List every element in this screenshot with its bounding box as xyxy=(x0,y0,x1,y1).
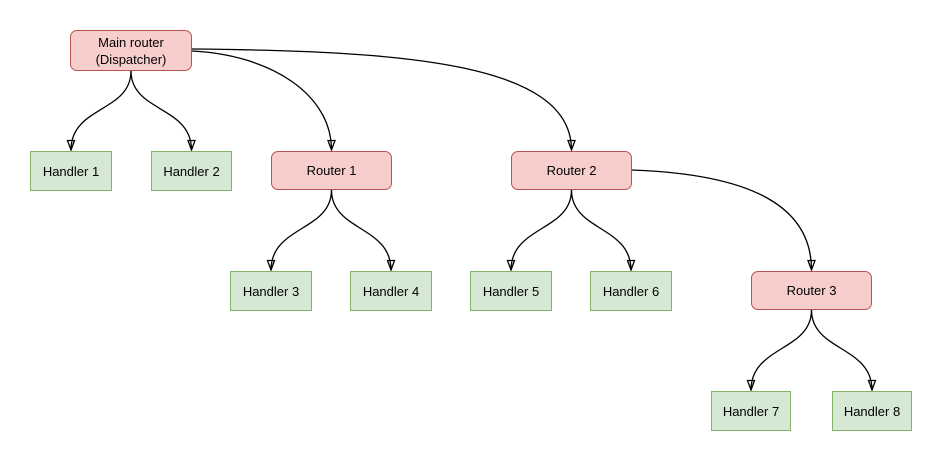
edge-router-3-to-handler-7 xyxy=(751,309,813,390)
node-handler-5[interactable]: Handler 5 xyxy=(470,271,552,311)
node-handler-1[interactable]: Handler 1 xyxy=(30,151,112,191)
node-handler-2[interactable]: Handler 2 xyxy=(151,151,232,191)
node-router-3-label: Router 3 xyxy=(786,283,837,298)
node-handler-3-label: Handler 3 xyxy=(242,283,300,299)
node-router-2[interactable]: Router 2 xyxy=(511,151,632,190)
node-handler-6-label: Handler 6 xyxy=(602,283,660,299)
node-router-3[interactable]: Router 3 xyxy=(751,271,872,310)
edge-main-router-to-handler-1 xyxy=(71,70,132,150)
node-router-2-label: Router 2 xyxy=(546,163,597,178)
node-handler-1-label: Handler 1 xyxy=(42,163,100,179)
node-handler-4[interactable]: Handler 4 xyxy=(350,271,432,311)
node-handler-6[interactable]: Handler 6 xyxy=(590,271,672,311)
edge-router-2-to-handler-6 xyxy=(570,189,632,270)
node-main-router-label: Main router (Dispatcher) xyxy=(95,34,167,67)
edge-router-2-to-handler-5 xyxy=(511,189,573,270)
edge-main-router-to-router-2 xyxy=(191,48,572,150)
edge-main-router-to-router-1 xyxy=(191,50,332,150)
edge-main-router-to-handler-2 xyxy=(130,70,192,150)
edge-router-2-to-router-3 xyxy=(631,169,812,270)
node-handler-8[interactable]: Handler 8 xyxy=(832,391,912,431)
node-handler-2-label: Handler 2 xyxy=(163,163,220,179)
node-handler-5-label: Handler 5 xyxy=(482,283,540,299)
node-handler-3[interactable]: Handler 3 xyxy=(230,271,312,311)
node-main-router[interactable]: Main router (Dispatcher) xyxy=(70,30,192,71)
node-handler-7-label: Handler 7 xyxy=(722,403,780,419)
node-router-1[interactable]: Router 1 xyxy=(271,151,392,190)
edge-router-1-to-handler-3 xyxy=(271,189,333,270)
edge-router-1-to-handler-4 xyxy=(330,189,392,270)
node-handler-8-label: Handler 8 xyxy=(843,403,901,419)
node-router-1-label: Router 1 xyxy=(306,163,357,178)
node-handler-4-label: Handler 4 xyxy=(362,283,420,299)
edge-router-3-to-handler-8 xyxy=(810,309,873,390)
node-handler-7[interactable]: Handler 7 xyxy=(711,391,791,431)
